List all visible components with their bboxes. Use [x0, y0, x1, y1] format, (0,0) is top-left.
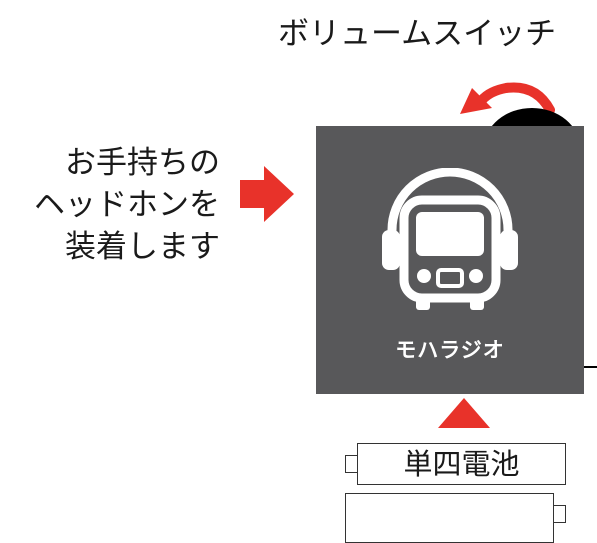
radio-device: モハラジオ: [316, 126, 584, 394]
train-headphones-icon: [382, 168, 518, 310]
headphone-label-line-1: お手持ちの: [65, 145, 220, 181]
arrow-right-icon: [240, 166, 294, 222]
cable: [584, 366, 597, 368]
arrow-up-icon: [438, 398, 490, 428]
headphone-label-line-3: 装着します: [65, 229, 220, 265]
battery-bottom: [345, 493, 554, 543]
headphone-instruction-label: お手持ちの ヘッドホンを 装着します: [0, 142, 220, 268]
battery-terminal: [345, 455, 357, 473]
headphone-label-line-2: ヘッドホンを: [34, 187, 220, 223]
battery-top: [357, 443, 566, 485]
battery-label: 単四電池: [403, 447, 520, 481]
battery-terminal: [554, 505, 566, 523]
brand-label: モハラジオ: [395, 338, 505, 362]
rotate-arrow-icon: [460, 82, 555, 115]
volume-switch-label: ボリュームスイッチ: [278, 16, 557, 52]
